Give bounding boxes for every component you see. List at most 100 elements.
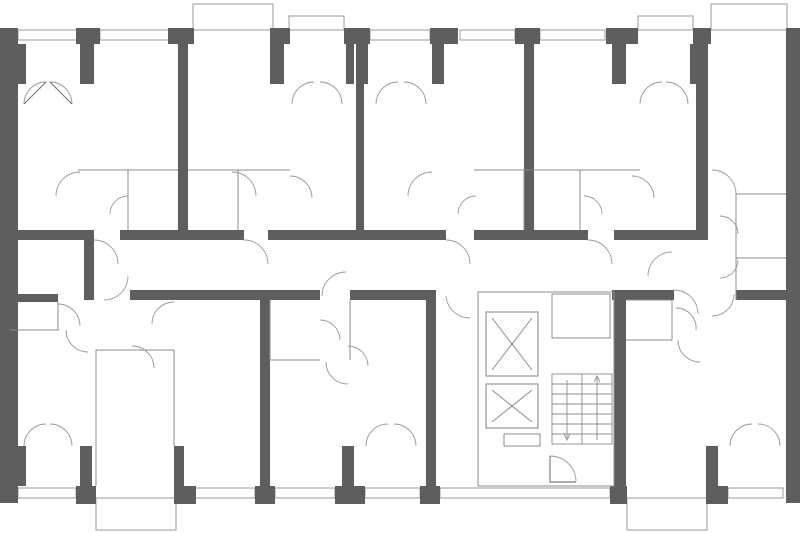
corridor-wall-bottom-3 [612, 290, 674, 300]
bath-block-4 [735, 193, 786, 300]
wall-pier-5 [430, 28, 458, 44]
door-storage-3 [675, 307, 697, 331]
window-bottom-3 [274, 487, 336, 499]
wall-pier-4 [344, 28, 370, 44]
core-door-swing [549, 455, 577, 483]
door-bath-11 [325, 361, 349, 385]
bath-block-1 [78, 169, 290, 230]
door-bath-7 [583, 195, 603, 215]
corridor-wall-bottom-4 [736, 290, 786, 300]
door-entry-6 [321, 271, 347, 297]
niche-b4 [706, 446, 718, 486]
balcony-top-right [710, 3, 788, 31]
wall-v-3 [524, 44, 534, 230]
window-bottom-5 [439, 487, 611, 499]
wall-pier-2 [168, 28, 194, 44]
elevator-2-x [491, 389, 533, 423]
wall-pier-b6 [610, 486, 627, 504]
door-entry-7 [445, 295, 471, 319]
bath-block-3 [269, 300, 351, 361]
niche-3a [356, 44, 368, 84]
partitions-layer [10, 169, 786, 486]
balcony-bottom-right [626, 497, 708, 531]
wall-pier-b2 [174, 486, 196, 504]
niche-3b [432, 44, 444, 84]
wall-pier-3 [270, 28, 290, 44]
door-double-4 [639, 81, 689, 105]
door-room-2 [151, 301, 175, 325]
door-bath-13 [719, 215, 739, 235]
corridor-wall-top-2 [120, 230, 244, 240]
wall-pier-6 [515, 28, 540, 44]
door-double-1-leaf [23, 81, 73, 105]
wall-pier-b7 [706, 486, 728, 504]
storage-left [10, 302, 59, 331]
wall-pier-7 [606, 28, 638, 44]
door-room-1 [131, 345, 155, 369]
wall-outer-right [786, 28, 800, 503]
corridor-wall-top-5 [614, 230, 704, 240]
wall-v-9 [174, 446, 184, 486]
wall-h-storage [10, 294, 58, 302]
door-double-6 [365, 423, 417, 447]
doors-layer [23, 81, 781, 447]
wall-pier-b3 [255, 486, 275, 504]
niche-b3 [342, 446, 354, 486]
door-room-4 [711, 293, 735, 317]
wall-pier-1 [76, 28, 100, 44]
wall-v-8 [614, 300, 626, 486]
window-top-1 [17, 29, 79, 41]
door-room-3 [677, 339, 701, 363]
door-double-2 [291, 81, 343, 105]
core-layer [477, 291, 615, 487]
door-bath-4 [289, 175, 313, 199]
door-bath-10 [347, 345, 369, 367]
door-double-7 [729, 423, 781, 447]
window-bottom-2 [194, 487, 256, 499]
door-bath-1 [55, 171, 81, 197]
stair-treads [552, 374, 612, 444]
niche-4a [612, 44, 626, 84]
window-top-4 [459, 29, 516, 41]
door-entry-3 [445, 239, 471, 265]
balcony-bottom-left [95, 497, 177, 531]
door-bath-2 [109, 195, 129, 215]
door-double-1 [23, 81, 73, 105]
niche-b1 [18, 446, 26, 486]
corridor-wall-bottom-1 [130, 290, 320, 300]
storage-right [626, 299, 673, 341]
wall-pier-b4 [335, 486, 365, 504]
stair-arrow-down [563, 380, 571, 442]
elevator-1 [485, 311, 539, 377]
door-double-5 [23, 423, 73, 447]
door-entry-8 [647, 251, 673, 277]
door-storage-2 [65, 329, 89, 353]
window-bottom-6 [727, 487, 784, 499]
corridor-wall-top-1 [10, 230, 94, 240]
door-bath-12 [711, 169, 737, 195]
core-niche [503, 433, 541, 447]
wall-outer-left [0, 28, 18, 503]
corridor-wall-top-3 [268, 230, 446, 240]
stair-arrow-up [593, 374, 601, 440]
niche-1b [80, 44, 94, 84]
staircase [551, 373, 613, 445]
balcony-top-left [192, 3, 274, 31]
niche-2a [270, 44, 284, 84]
window-top-3 [369, 29, 431, 41]
wall-v-2 [356, 84, 364, 230]
door-storage-1 [57, 303, 81, 327]
wall-pier-b5 [420, 486, 440, 504]
room-lower-left [95, 349, 175, 486]
corridor-wall-top-4 [474, 230, 588, 240]
window-bottom-4 [364, 487, 421, 499]
door-bath-6 [457, 195, 477, 215]
door-bath-14 [719, 259, 739, 279]
window-bottom-1 [17, 487, 77, 499]
door-double-3 [375, 81, 427, 105]
core-door [549, 456, 576, 483]
shaft-room [551, 293, 611, 339]
window-top-5 [539, 29, 606, 41]
wall-pier-b1 [76, 486, 96, 504]
